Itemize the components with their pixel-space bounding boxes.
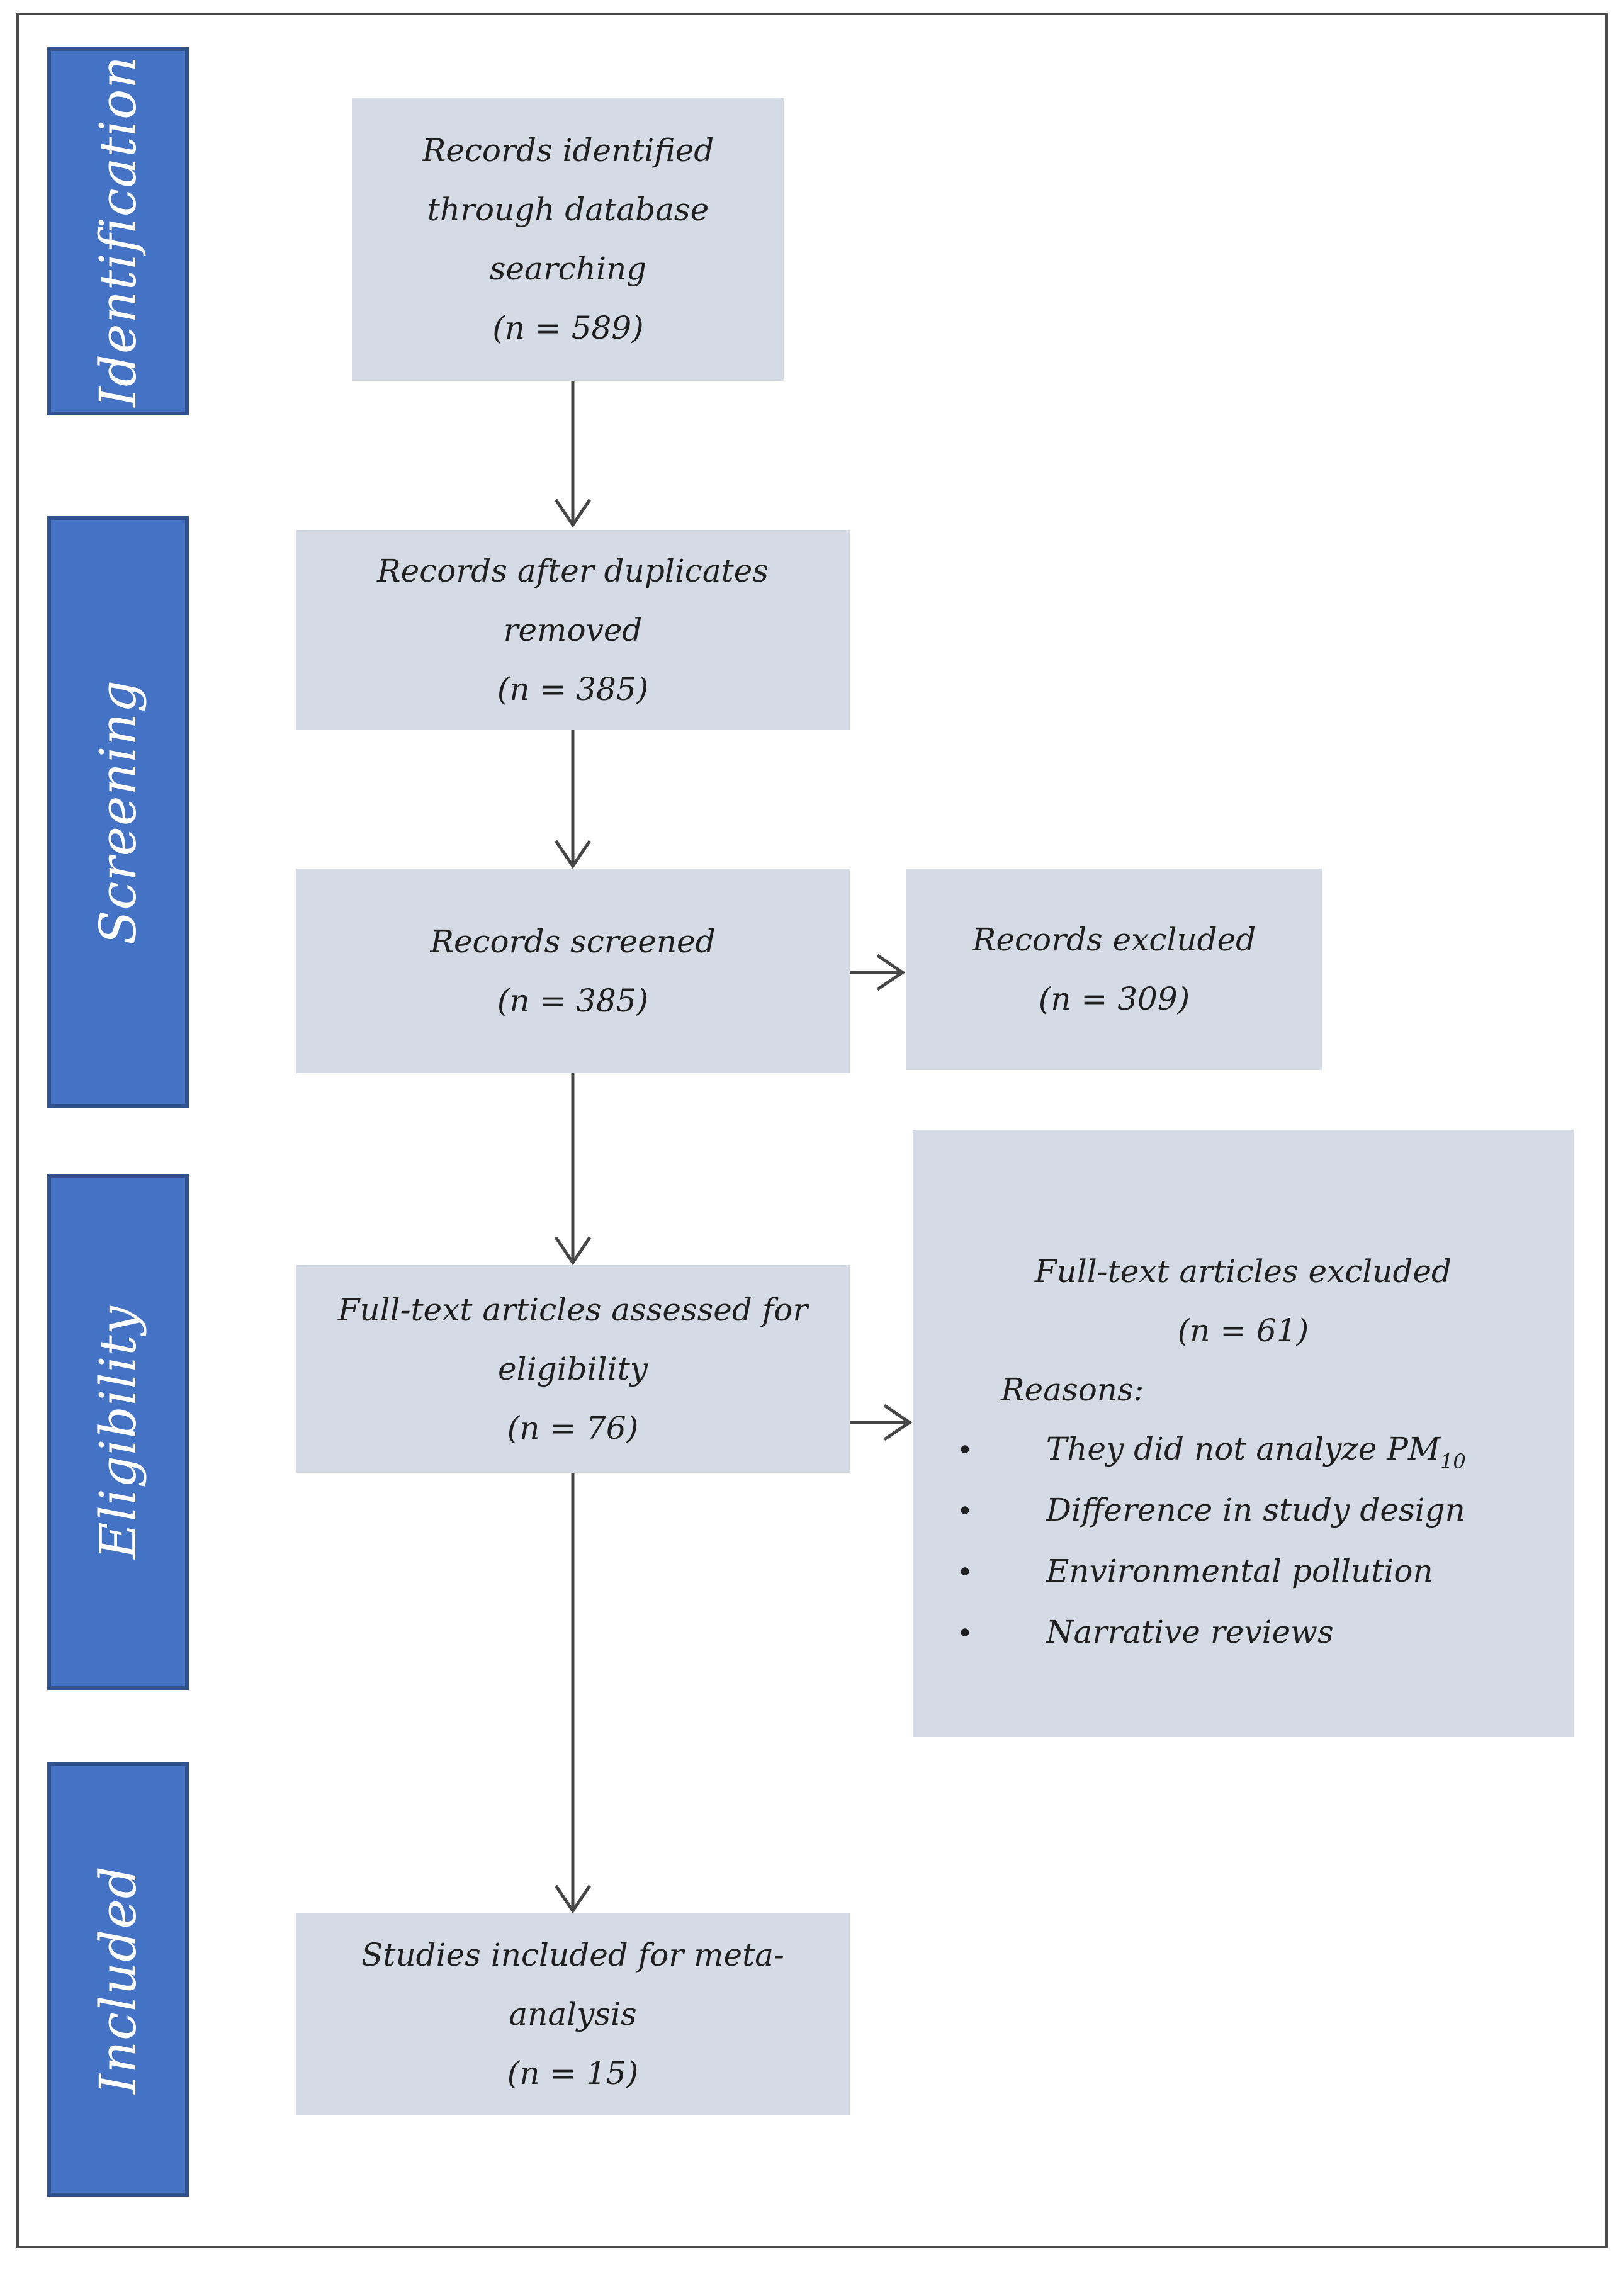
box-duplicates-removed-count: (n = 385) [497, 671, 649, 707]
box-studies-included-count: (n = 15) [507, 2055, 639, 2092]
box-records-identified-count: (n = 589) [492, 310, 644, 346]
sidebar-item-included: Included [47, 1762, 189, 2197]
figure-border [16, 13, 1608, 2248]
box-records-excluded-line: Records excluded [972, 921, 1256, 958]
box-records-excluded: Records excluded (n = 309) [906, 869, 1322, 1070]
box-duplicates-removed-line: removed [503, 612, 643, 648]
sidebar-label-identification: Identification [89, 55, 147, 407]
box-records-screened-line: Records screened [430, 923, 716, 960]
box-duplicates-removed: Records after duplicates removed (n = 38… [296, 530, 850, 730]
box-records-screened-count: (n = 385) [497, 982, 649, 1019]
box-fulltext-assessed: Full-text articles assessed for eligibil… [296, 1265, 850, 1473]
box-fulltext-excluded-count: (n = 61) [1177, 1312, 1309, 1349]
pm10-subscript: 10 [1440, 1449, 1466, 1473]
sidebar-item-eligibility: Eligibility [47, 1174, 189, 1690]
reason-item: • Difference in study design [957, 1480, 1574, 1541]
reason-text: Difference in study design [1046, 1491, 1465, 1528]
box-fulltext-excluded: Full-text articles excluded (n = 61) Rea… [913, 1130, 1574, 1737]
box-studies-included-line: analysis [509, 1996, 637, 2032]
reason-item: • They did not analyze PM10 [957, 1419, 1574, 1480]
box-records-excluded-count: (n = 309) [1038, 981, 1190, 1017]
box-fulltext-excluded-reasons-label: Reasons: [1001, 1371, 1144, 1408]
box-records-identified: Records identified through database sear… [352, 98, 784, 381]
sidebar-label-eligibility: Eligibility [89, 1305, 147, 1559]
box-duplicates-removed-line: Records after duplicates [377, 553, 769, 589]
box-fulltext-assessed-line: Full-text articles assessed for [337, 1292, 808, 1328]
box-records-identified-line: searching [489, 251, 647, 287]
reason-item: • Narrative reviews [957, 1602, 1574, 1664]
bullet-icon: • [957, 1434, 973, 1467]
reason-text: Environmental pollution [1046, 1552, 1433, 1589]
box-records-identified-line: Records identified [422, 132, 714, 169]
box-fulltext-assessed-line: eligibility [498, 1351, 648, 1387]
box-records-screened: Records screened (n = 385) [296, 869, 850, 1073]
sidebar-label-included: Included [89, 1865, 147, 2094]
reason-item: • Environmental pollution [957, 1541, 1574, 1602]
sidebar-item-identification: Identification [47, 47, 189, 415]
reason-text: They did not analyze PM10 [1046, 1430, 1466, 1472]
reason-text: Narrative reviews [1046, 1613, 1334, 1650]
bullet-icon: • [957, 1495, 973, 1528]
bullet-icon: • [957, 1556, 973, 1589]
box-records-identified-line: through database [427, 191, 709, 228]
reason-text-main: They did not analyze PM [1046, 1430, 1441, 1467]
sidebar-item-screening: Screening [47, 516, 189, 1108]
box-studies-included: Studies included for meta- analysis (n =… [296, 1913, 850, 2115]
box-studies-included-line: Studies included for meta- [361, 1937, 784, 1973]
box-fulltext-excluded-title: Full-text articles excluded [1034, 1253, 1452, 1290]
box-fulltext-assessed-count: (n = 76) [507, 1410, 639, 1446]
bullet-icon: • [957, 1617, 973, 1650]
sidebar-label-screening: Screening [89, 679, 148, 945]
